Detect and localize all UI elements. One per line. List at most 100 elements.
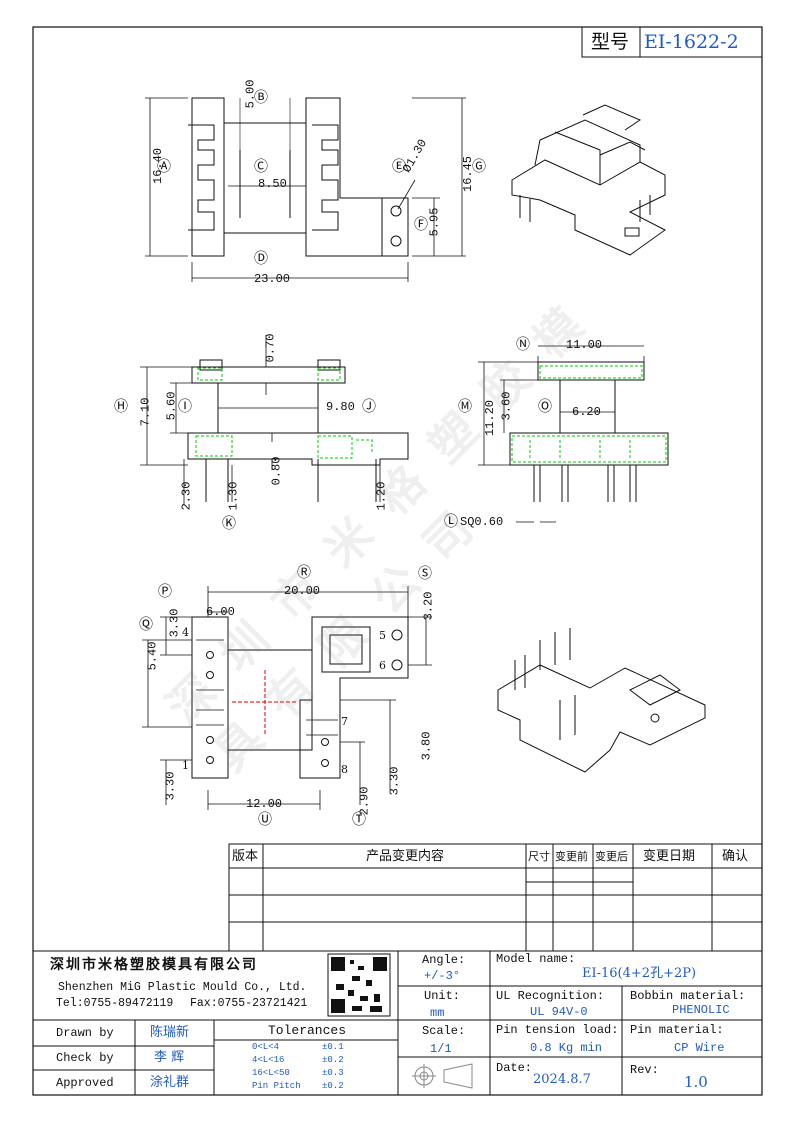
tol-value-1: ±0.1 (322, 1042, 344, 1052)
rev-col-date: 变更日期 (643, 849, 696, 864)
top-view (145, 97, 466, 282)
rev-col-confirm: 确认 (722, 849, 749, 864)
angle-label: Angle: (422, 953, 466, 967)
dim-j: 9.80 (326, 400, 355, 414)
tag-o: Ⓞ (538, 399, 552, 415)
pin-label-7: 7 (341, 715, 348, 728)
tension-label: Pin tension load: (496, 1023, 619, 1037)
pin-label-6: 6 (379, 659, 386, 672)
tag-l: Ⓛ (444, 514, 458, 530)
company-fax: Fax:0755-23721421 (190, 997, 308, 1010)
tag-p: Ⓟ (158, 584, 172, 600)
model-number: EI-1622-2 (644, 31, 739, 53)
dim-p2: 1.20 (374, 481, 389, 511)
tag-q: Ⓠ (139, 617, 153, 633)
unit-label: Unit: (424, 989, 461, 1003)
check-by-value: 李 辉 (154, 1050, 185, 1065)
model-box (581, 26, 763, 58)
approved-value: 涂礼群 (150, 1075, 190, 1090)
dim-f: 5.95 (427, 207, 442, 237)
tag-i: Ⓘ (178, 399, 192, 415)
qr-code (327, 953, 391, 1017)
bobbin-value: PHENOLIC (672, 1003, 730, 1017)
dim-n: 11.00 (566, 338, 603, 352)
check-by-label: Check by (56, 1051, 114, 1065)
tol-value-3: ±0.3 (322, 1068, 344, 1078)
tolerances-title: Tolerances (268, 1023, 347, 1038)
dim-b2: 3.30 (387, 766, 402, 796)
side-view-green-overlay (511, 365, 667, 463)
tol-range-1: 0<L<4 (252, 1042, 280, 1052)
tag-d: Ⓓ (254, 251, 268, 267)
tol-range-2: 4<L<16 (252, 1055, 285, 1065)
tag-c: Ⓒ (254, 159, 268, 175)
tag-a: Ⓐ (157, 159, 171, 175)
company-name-cn: 深圳市米格塑胶模具有限公司 (50, 957, 258, 973)
tol-range-3: 16<L<50 (252, 1068, 290, 1078)
date-value: 2024.8.7 (533, 1072, 591, 1087)
tag-e: Ⓔ (392, 159, 406, 175)
scale-value: 1/1 (430, 1042, 452, 1056)
dim-mid: 0.80 (269, 456, 284, 486)
pin-label-8: 8 (341, 763, 348, 776)
tag-h: Ⓗ (114, 399, 128, 415)
tension-value: 0.8 Kg min (530, 1041, 603, 1055)
pin-material-label: Pin material: (630, 1023, 724, 1037)
approved-label: Approved (56, 1076, 114, 1090)
tag-s: Ⓢ (418, 566, 432, 582)
rev-col-content: 产品变更内容 (366, 849, 445, 864)
revision-table (228, 843, 763, 952)
dim-b1: 3.30 (163, 771, 178, 801)
side-view (478, 345, 669, 523)
rev-col-before: 变更前 (555, 850, 588, 863)
tol-value-4: ±0.2 (322, 1081, 344, 1091)
pin-label-4: 4 (182, 626, 189, 639)
title-block (32, 950, 763, 1096)
tag-t: Ⓣ (352, 812, 366, 828)
iso-view-top (511, 104, 666, 256)
dim-k: 1.30 (226, 481, 241, 511)
rev-col-size: 尺寸 (528, 850, 550, 863)
dim-s: 3.20 (421, 591, 436, 621)
tag-b: Ⓑ (254, 90, 268, 106)
pin-material-value: CP Wire (674, 1041, 725, 1055)
front-view (140, 335, 409, 505)
bottom-view (142, 586, 432, 810)
model-name-label: Model name: (496, 952, 576, 966)
pin-label-1: 1 (182, 759, 189, 772)
drawn-by-label: Drawn by (56, 1026, 114, 1040)
dim-w6: 6.00 (206, 605, 235, 619)
tag-j: Ⓙ (362, 399, 376, 415)
dim-h-side: 3.60 (499, 391, 514, 421)
tag-u: Ⓤ (258, 812, 272, 828)
dim-u: 12.00 (246, 797, 283, 811)
dim-i: 5.60 (164, 391, 179, 421)
pin-label-5: 5 (379, 629, 386, 642)
rev-value: 1.0 (684, 1073, 708, 1091)
scale-label: Scale: (422, 1024, 466, 1038)
rev-col-version: 版本 (232, 849, 259, 864)
rev-label: Rev: (630, 1063, 659, 1077)
angle-value: +/-3° (424, 969, 461, 983)
tag-g: Ⓖ (472, 159, 486, 175)
tol-value-2: ±0.2 (322, 1055, 344, 1065)
model-name-value: EI-16(4+2孔+2P) (582, 966, 697, 981)
tag-f: Ⓕ (414, 217, 428, 233)
front-view-green-overlay (195, 367, 373, 459)
tag-k: Ⓚ (222, 516, 236, 532)
date-label: Date: (496, 1061, 533, 1075)
dim-p1: 2.30 (179, 481, 194, 511)
iso-view-bottom (497, 628, 706, 773)
tol-range-4: Pin Pitch (252, 1081, 301, 1091)
tag-r: Ⓡ (297, 565, 311, 581)
projection-symbol (412, 1063, 473, 1089)
dim-d: 23.00 (254, 272, 291, 286)
dim-q: 5.40 (145, 641, 160, 671)
dim-l: SQ0.60 (460, 515, 504, 529)
company-tel: Tel:0755-89472119 (56, 997, 174, 1010)
bobbin-label: Bobbin material: (630, 989, 746, 1003)
ul-value: UL 94V-0 (530, 1005, 588, 1019)
tag-n: Ⓝ (516, 337, 530, 353)
company-name-en: Shenzhen MiG Plastic Mould Co., Ltd. (58, 981, 307, 994)
